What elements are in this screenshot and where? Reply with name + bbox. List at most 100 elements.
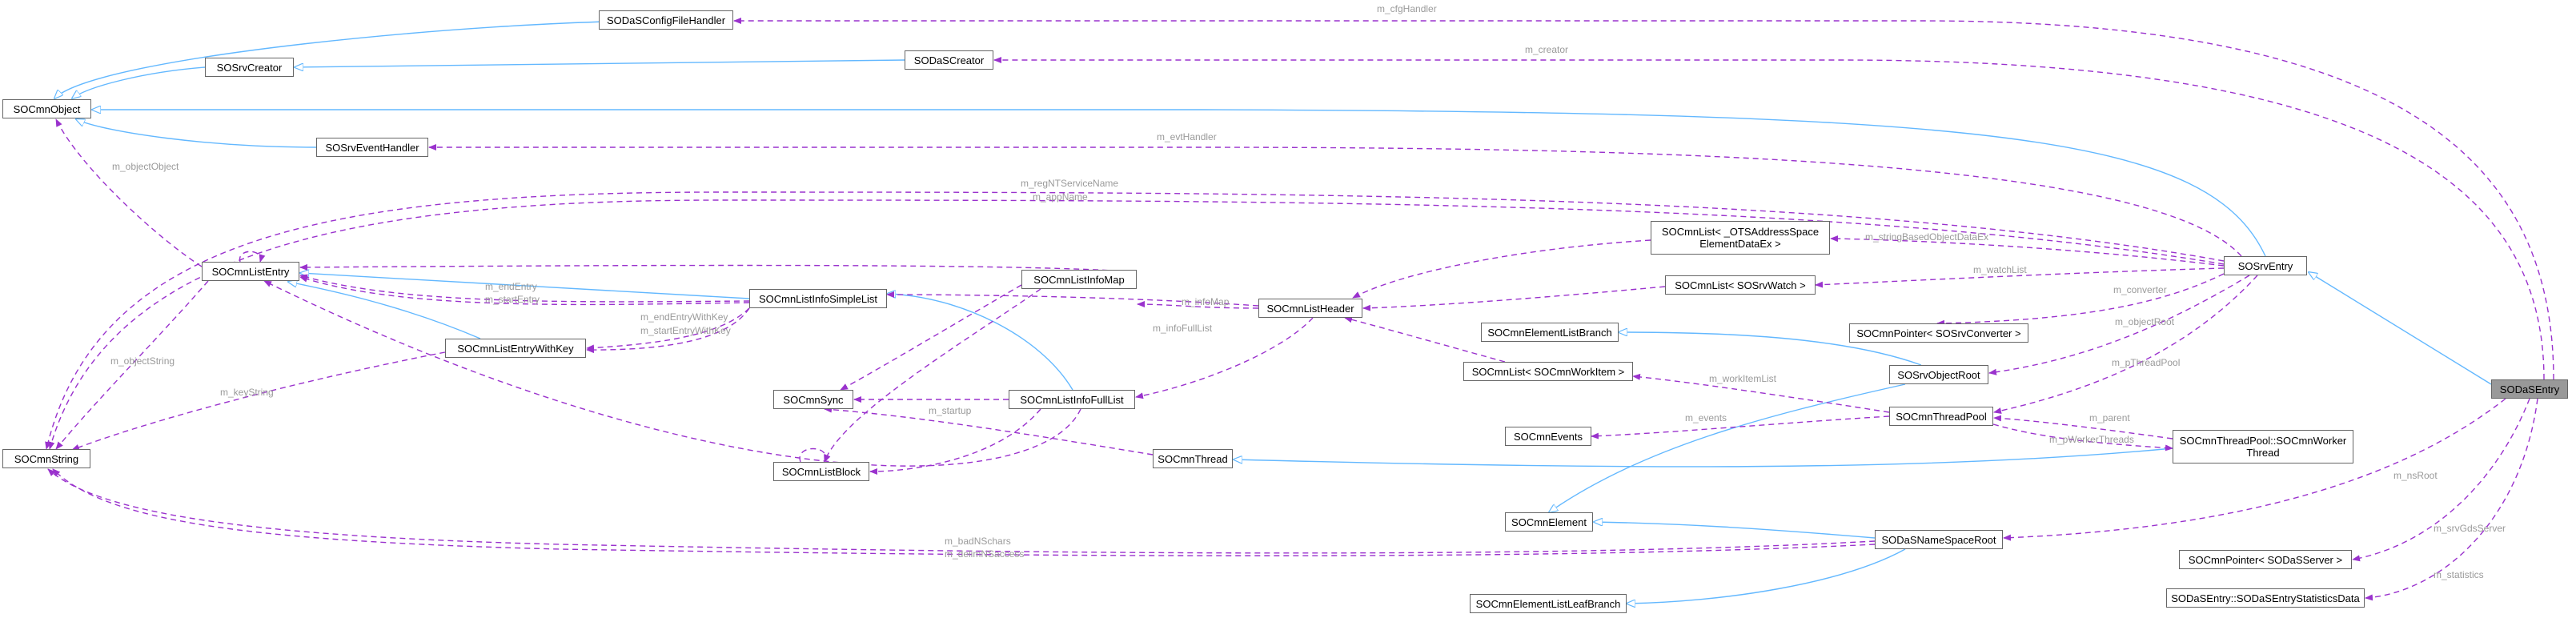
inherit-withkey-listentry-edge [288, 282, 481, 339]
node-sosrv-creator[interactable]: SOSrvCreator [205, 58, 294, 77]
use-regnt-edge [45, 191, 2225, 450]
use-parent-edge [1993, 415, 2173, 439]
use-endentry-edge [299, 274, 750, 303]
use-delimnsaccess-edge [52, 468, 1876, 556]
node-label: SOCmnListInfoSimpleList [758, 292, 878, 305]
node-soda-s-entry[interactable]: SODaSEntry [2491, 379, 2568, 399]
inherit-nsroot-leafbranch-edge [1627, 548, 1906, 604]
inherit-cfghandler-object-edge [54, 20, 660, 98]
node-label: SOCmnListInfoFullList [1020, 393, 1124, 406]
node-socmn-list-work-item[interactable]: SOCmnList< SOCmnWorkItem > [1463, 362, 1633, 381]
node-label: SOSrvCreator [216, 61, 283, 74]
node-label: SOCmnListInfoMap [1033, 273, 1125, 286]
inherit-creator-object-edge [72, 66, 206, 98]
use-nsroot-edge [2003, 398, 2506, 541]
use-badnschars-label: m_badNSchars [945, 536, 1011, 547]
node-sosrv-event-handler[interactable]: SOSrvEventHandler [316, 138, 428, 157]
node-socmn-pointer-das-server[interactable]: SOCmnPointer< SODaSServer > [2179, 550, 2352, 569]
inherit-sodaentry-srventry-edge [2309, 272, 2492, 385]
inherit-srventry-object-edge [92, 110, 2266, 257]
inherit-nsroot-element-edge [1594, 522, 1876, 539]
inherit-objectroot-branch-edge [1619, 332, 1922, 366]
node-label: SOSrvEntry [2237, 259, 2293, 272]
use-keystring-edge [71, 351, 446, 451]
node-socmn-list-info-simple-list[interactable]: SOCmnListInfoSimpleList [749, 289, 887, 308]
node-socmn-element[interactable]: SOCmnElement [1505, 512, 1593, 532]
use-regnt-label: m_regNTServiceName [1021, 178, 1118, 189]
node-soda-s-entry-statistics[interactable]: SODaSEntry::SODaSEntryStatisticsData [2166, 588, 2365, 608]
inherit-worker-thread-edge [1234, 447, 2173, 468]
use-watchlist-edge [1815, 267, 2225, 288]
use-startentry-label: m_startEntry [485, 294, 540, 305]
use-pworkerthreads-edge [1992, 423, 2173, 451]
use-list-ots-edge [1352, 239, 1651, 299]
use-pthreadpool-edge [1993, 275, 2258, 414]
node-socmn-list-header[interactable]: SOCmnListHeader [1258, 299, 1362, 318]
use-converter-label: m_converter [2113, 284, 2167, 295]
use-objectroot-label: m_objectRoot [2115, 316, 2175, 327]
node-socmn-events[interactable]: SOCmnEvents [1505, 427, 1591, 446]
node-label: SOCmnListHeader [1266, 302, 1354, 315]
use-startwithkey-edge [586, 307, 750, 354]
use-objectobject-label: m_objectObject [112, 161, 179, 172]
node-label: SODaSEntry [2499, 383, 2560, 395]
node-socmn-list-entry-with-key[interactable]: SOCmnListEntryWithKey [445, 339, 586, 358]
use-startwithkey-label: m_startEntryWithKey [640, 325, 731, 336]
use-infosimple-edge [886, 291, 1259, 307]
node-label: SOCmnList< SOCmnWorkItem > [1471, 365, 1625, 378]
node-socmn-list-ots[interactable]: SOCmnList< _OTSAddressSpace ElementDataE… [1651, 221, 1830, 255]
node-label: SOCmnListEntry [211, 265, 290, 278]
node-soda-config-file-handler[interactable]: SODaSConfigFileHandler [599, 10, 733, 30]
node-label: SOCmnPointer< SOSrvConverter > [1856, 327, 2021, 339]
node-socmn-list-block[interactable]: SOCmnListBlock [773, 462, 869, 481]
inherit-fulllist-simplelist-edge [887, 294, 1073, 391]
node-socmn-list-info-full-list[interactable]: SOCmnListInfoFullList [1009, 390, 1135, 409]
node-sosrv-entry[interactable]: SOSrvEntry [2224, 256, 2307, 275]
use-startentry-edge [299, 275, 750, 306]
node-soda-creator[interactable]: SODaSCreator [905, 50, 993, 70]
use-evthandler-label: m_evtHandler [1157, 131, 1217, 142]
node-socmn-pointer-srv-converter[interactable]: SOCmnPointer< SOSrvConverter > [1849, 323, 2028, 343]
node-label: SOCmnList< SOSrvWatch > [1675, 279, 1806, 291]
node-socmn-element-list-branch[interactable]: SOCmnElementListBranch [1481, 323, 1619, 342]
inherit-simplelist-listentry-edge [300, 273, 750, 299]
node-soda-s-name-space-root[interactable]: SODaSNameSpaceRoot [1875, 530, 2003, 549]
use-pthreadpool-label: m_pThreadPool [2112, 357, 2180, 368]
node-sosrv-object-root[interactable]: SOSrvObjectRoot [1889, 365, 1988, 384]
inherit-sodacreator-srvcreator-edge [295, 59, 905, 67]
node-label: SOCmnString [14, 452, 79, 465]
node-label: SOSrvEventHandler [325, 141, 419, 154]
use-list-watch-edge [1362, 286, 1666, 311]
use-freeentry-top-edge [299, 263, 1138, 273]
use-watchlist-label: m_watchList [1973, 264, 2027, 275]
node-label: SODaSConfigFileHandler [606, 14, 726, 26]
node-socmn-thread[interactable]: SOCmnThread [1153, 449, 1233, 468]
node-label: SOCmnThreadPool::SOCmnWorker Thread [2179, 435, 2347, 459]
use-delimnsaccess-label: m_delimNSaccess [945, 548, 1024, 560]
node-socmn-element-list-leaf-branch[interactable]: SOCmnElementListLeafBranch [1470, 594, 1627, 613]
node-socmn-object[interactable]: SOCmnObject [2, 99, 91, 118]
use-blockfirst-full-edge [869, 408, 1041, 475]
node-socmn-list-entry[interactable]: SOCmnListEntry [202, 262, 299, 281]
use-parent-label: m_parent [2089, 412, 2130, 423]
use-stringbased-edge [1830, 235, 2225, 267]
use-next-block-edge [799, 447, 831, 463]
node-socmn-list-srv-watch[interactable]: SOCmnList< SOSrvWatch > [1665, 275, 1816, 295]
node-socmn-thread-pool-worker[interactable]: SOCmnThreadPool::SOCmnWorker Thread [2173, 430, 2353, 464]
node-socmn-string[interactable]: SOCmnString [2, 449, 90, 468]
use-statistics-edge [2365, 398, 2538, 601]
use-stringbased-label: m_stringBasedObjectDataEx [1865, 231, 1988, 243]
node-socmn-sync[interactable]: SOCmnSync [773, 390, 853, 409]
node-label: SODaSCreator [913, 54, 985, 66]
use-nsroot-label: m_nsRoot [2393, 470, 2438, 481]
use-events-label: m_events [1685, 412, 1727, 423]
node-socmn-list-info-map[interactable]: SOCmnListInfoMap [1021, 270, 1137, 289]
use-list-work-edge [1344, 316, 1506, 363]
node-label: SOCmnElement [1511, 516, 1587, 528]
node-socmn-thread-pool[interactable]: SOCmnThreadPool [1889, 407, 1993, 426]
node-label: SOCmnListEntryWithKey [457, 342, 574, 355]
use-objectroot-edge [1988, 275, 2250, 375]
use-startup-label: m_startup [929, 405, 972, 416]
